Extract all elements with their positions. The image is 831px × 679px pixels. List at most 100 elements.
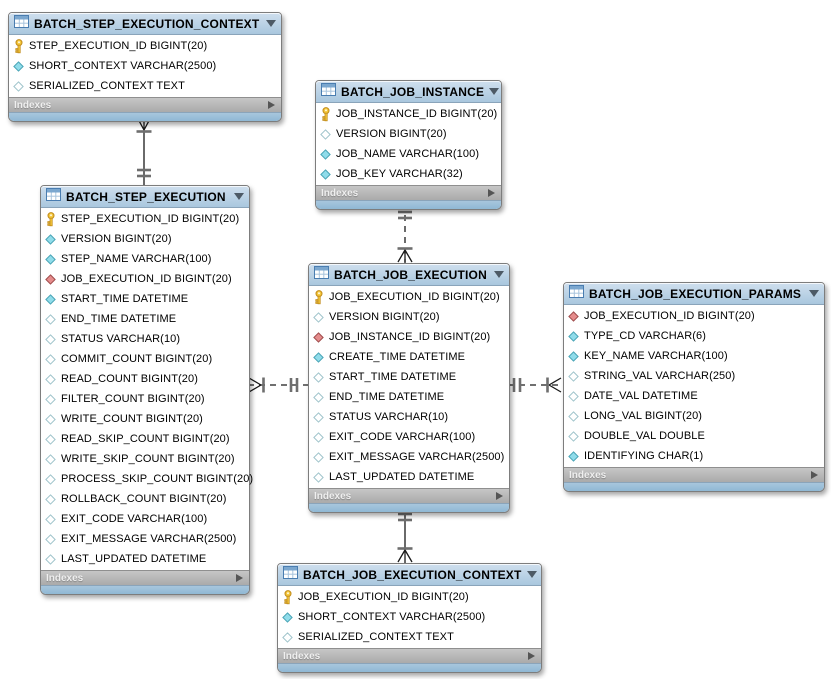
column-row[interactable]: EXIT_CODE VARCHAR(100) xyxy=(41,509,249,529)
column-row[interactable]: EXIT_MESSAGE VARCHAR(2500) xyxy=(309,447,509,467)
column-row[interactable]: VERSION BIGINT(20) xyxy=(41,229,249,249)
collapse-arrow-icon[interactable] xyxy=(494,271,504,278)
column-row[interactable]: TYPE_CD VARCHAR(6) xyxy=(564,326,824,346)
indexes-bar[interactable]: Indexes xyxy=(316,185,501,200)
relationship-job-execution-job-execution-context[interactable] xyxy=(397,507,413,563)
collapse-arrow-icon[interactable] xyxy=(526,571,537,578)
column-row[interactable]: JOB_INSTANCE_ID BIGINT(20) xyxy=(309,327,509,347)
table-header[interactable]: BATCH_STEP_EXECUTION xyxy=(41,186,249,208)
table-header[interactable]: BATCH_JOB_EXECUTION_PARAMS xyxy=(564,283,824,305)
indexes-bar[interactable]: Indexes xyxy=(9,97,281,112)
indexes-bar[interactable]: Indexes xyxy=(41,570,249,585)
column-row[interactable]: JOB_EXECUTION_ID BIGINT(20) xyxy=(564,306,824,326)
table-header[interactable]: BATCH_JOB_EXECUTION_CONTEXT xyxy=(278,564,541,586)
column-row[interactable]: END_TIME DATETIME xyxy=(309,387,509,407)
column-row[interactable]: READ_SKIP_COUNT BIGINT(20) xyxy=(41,429,249,449)
nullable-diamond-icon xyxy=(45,312,56,326)
column-row[interactable]: SERIALIZED_CONTEXT TEXT xyxy=(9,76,281,96)
not-null-diamond-icon xyxy=(568,329,579,343)
indexes-bar[interactable]: Indexes xyxy=(278,648,541,663)
column-row[interactable]: END_TIME DATETIME xyxy=(41,309,249,329)
primary-key-icon xyxy=(45,211,56,226)
column-row[interactable]: STEP_EXECUTION_ID BIGINT(20) xyxy=(41,209,249,229)
column-label: EXIT_CODE VARCHAR(100) xyxy=(61,513,208,525)
column-row[interactable]: READ_COUNT BIGINT(20) xyxy=(41,369,249,389)
column-row[interactable]: SERIALIZED_CONTEXT TEXT xyxy=(278,627,541,647)
foreign-key-diamond-icon xyxy=(45,272,56,286)
nullable-diamond-icon xyxy=(13,79,24,93)
nullable-diamond-icon xyxy=(320,127,331,141)
column-row[interactable]: EXIT_CODE VARCHAR(100) xyxy=(309,427,509,447)
column-row[interactable]: COMMIT_COUNT BIGINT(20) xyxy=(41,349,249,369)
column-row[interactable]: JOB_KEY VARCHAR(32) xyxy=(316,164,501,184)
column-label: JOB_INSTANCE_ID BIGINT(20) xyxy=(329,331,491,343)
expand-arrow-icon[interactable] xyxy=(496,492,503,500)
column-label: START_TIME DATETIME xyxy=(61,293,189,305)
not-null-diamond-icon xyxy=(282,610,293,624)
column-row[interactable]: DATE_VAL DATETIME xyxy=(564,386,824,406)
column-row[interactable]: WRITE_SKIP_COUNT BIGINT(20) xyxy=(41,449,249,469)
column-row[interactable]: STATUS VARCHAR(10) xyxy=(41,329,249,349)
relationship-job-execution-job-execution-params[interactable] xyxy=(508,377,563,393)
column-row[interactable]: SHORT_CONTEXT VARCHAR(2500) xyxy=(278,607,541,627)
column-row[interactable]: PROCESS_SKIP_COUNT BIGINT(20) xyxy=(41,469,253,489)
indexes-label: Indexes xyxy=(14,99,52,111)
column-row[interactable]: JOB_EXECUTION_ID BIGINT(20) xyxy=(309,287,509,307)
nullable-diamond-icon xyxy=(45,372,56,386)
not-null-diamond-icon xyxy=(45,292,56,306)
column-label: END_TIME DATETIME xyxy=(61,313,177,325)
column-row[interactable]: STRING_VAL VARCHAR(250) xyxy=(564,366,824,386)
collapse-arrow-icon[interactable] xyxy=(234,193,244,200)
column-row[interactable]: CREATE_TIME DATETIME xyxy=(309,347,509,367)
indexes-bar[interactable]: Indexes xyxy=(309,488,509,503)
column-row[interactable]: JOB_EXECUTION_ID BIGINT(20) xyxy=(278,587,541,607)
column-row[interactable]: STEP_NAME VARCHAR(100) xyxy=(41,249,249,269)
column-row[interactable]: JOB_NAME VARCHAR(100) xyxy=(316,144,501,164)
column-row[interactable]: JOB_INSTANCE_ID BIGINT(20) xyxy=(316,104,501,124)
column-label: VERSION BIGINT(20) xyxy=(329,311,440,323)
column-label: EXIT_CODE VARCHAR(100) xyxy=(329,431,476,443)
column-row[interactable]: SHORT_CONTEXT VARCHAR(2500) xyxy=(9,56,281,76)
column-row[interactable]: VERSION BIGINT(20) xyxy=(309,307,509,327)
column-row[interactable]: STEP_EXECUTION_ID BIGINT(20) xyxy=(9,36,281,56)
column-row[interactable]: IDENTIFYING CHAR(1) xyxy=(564,446,824,466)
column-row[interactable]: JOB_EXECUTION_ID BIGINT(20) xyxy=(41,269,249,289)
indexes-bar[interactable]: Indexes xyxy=(564,467,824,482)
nullable-diamond-icon xyxy=(45,532,56,546)
relationship-step-execution-job-execution[interactable] xyxy=(248,377,308,393)
column-row[interactable]: EXIT_MESSAGE VARCHAR(2500) xyxy=(41,529,249,549)
table-header[interactable]: BATCH_STEP_EXECUTION_CONTEXT xyxy=(9,13,281,35)
column-row[interactable]: ROLLBACK_COUNT BIGINT(20) xyxy=(41,489,249,509)
expand-arrow-icon[interactable] xyxy=(811,471,818,479)
column-row[interactable]: WRITE_COUNT BIGINT(20) xyxy=(41,409,249,429)
table-header[interactable]: BATCH_JOB_INSTANCE xyxy=(316,81,501,103)
column-row[interactable]: KEY_NAME VARCHAR(100) xyxy=(564,346,824,366)
nullable-diamond-icon xyxy=(568,389,579,403)
column-row[interactable]: START_TIME DATETIME xyxy=(309,367,509,387)
relationship-step-execution-context-step-execution[interactable] xyxy=(136,116,152,185)
column-row[interactable]: DOUBLE_VAL DOUBLE xyxy=(564,426,824,446)
relationship-job-instance-job-execution[interactable] xyxy=(397,204,413,263)
expand-arrow-icon[interactable] xyxy=(268,101,275,109)
column-row[interactable]: START_TIME DATETIME xyxy=(41,289,249,309)
table-header[interactable]: BATCH_JOB_EXECUTION xyxy=(309,264,509,286)
column-row[interactable]: LAST_UPDATED DATETIME xyxy=(41,549,249,569)
collapse-arrow-icon[interactable] xyxy=(489,88,500,95)
expand-arrow-icon[interactable] xyxy=(528,652,535,660)
expand-arrow-icon[interactable] xyxy=(488,189,495,197)
column-row[interactable]: LAST_UPDATED DATETIME xyxy=(309,467,509,487)
column-row[interactable]: FILTER_COUNT BIGINT(20) xyxy=(41,389,249,409)
nullable-diamond-icon xyxy=(313,410,324,424)
expand-arrow-icon[interactable] xyxy=(236,574,243,582)
collapse-arrow-icon[interactable] xyxy=(266,20,276,27)
column-row[interactable]: STATUS VARCHAR(10) xyxy=(309,407,509,427)
column-row[interactable]: LONG_VAL BIGINT(20) xyxy=(564,406,824,426)
collapse-arrow-icon[interactable] xyxy=(809,290,819,297)
column-row[interactable]: VERSION BIGINT(20) xyxy=(316,124,501,144)
